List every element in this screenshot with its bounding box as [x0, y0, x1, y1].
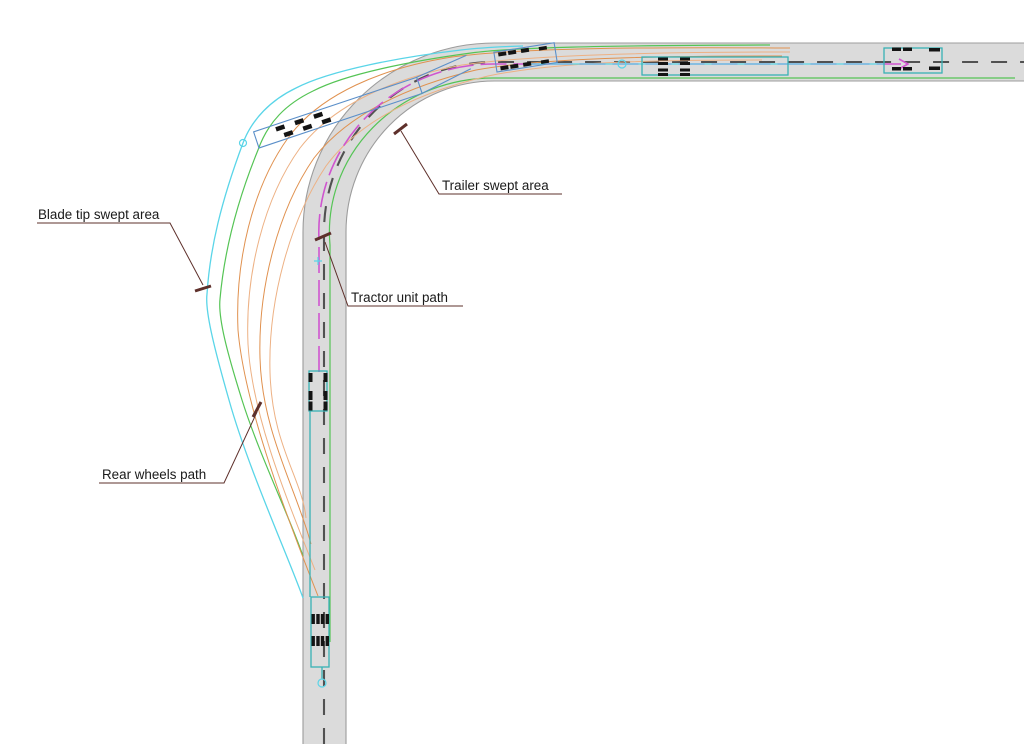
wheel-mark	[316, 614, 320, 624]
road-outer-edge	[302, 42, 1024, 744]
road-surface	[303, 43, 1024, 744]
annotation-rear-wheels: Rear wheels path	[99, 401, 263, 484]
wheel-mark	[313, 111, 324, 119]
rear-wheel-path-2	[247, 51, 791, 571]
trailer-swept-tick	[393, 122, 408, 136]
vehicle-tractor-vertical	[308, 370, 328, 597]
annotation-tractor-path: Tractor unit path	[314, 231, 463, 307]
wheel-mark	[658, 57, 668, 61]
wheel-mark	[520, 47, 530, 53]
annotation-trailer-swept: Trailer swept area	[393, 122, 562, 195]
wheel-mark	[321, 117, 332, 125]
road	[302, 42, 1024, 744]
guide-node-marker	[617, 59, 627, 69]
wheel-mark	[320, 636, 325, 646]
wheel-mark	[680, 62, 690, 65]
wheel-mark	[680, 68, 690, 72]
wheel-mark	[308, 373, 313, 382]
wheel-mark	[325, 636, 329, 646]
blade-tip-tick	[194, 284, 212, 293]
hitch-node-marker	[317, 678, 327, 688]
vehicle-trailer-corner	[252, 54, 472, 149]
tractor-path-label: Tractor unit path	[351, 290, 448, 305]
road-inner-edge	[345, 80, 1024, 744]
rear-wheel-path-3	[259, 55, 783, 545]
vehicle-tractor-end	[883, 47, 943, 74]
wheel-mark	[680, 73, 690, 76]
annotations: Blade tip swept area Trailer swept area …	[37, 122, 562, 484]
wheel-mark	[929, 48, 940, 52]
trailer-swept-label: Trailer swept area	[442, 178, 549, 193]
road-centerline	[322, 60, 1024, 744]
wheel-mark	[892, 47, 901, 51]
trailer-drawbar-line	[416, 54, 467, 78]
wheel-mark	[311, 614, 315, 624]
wheel-mark	[275, 124, 286, 132]
vehicle-trailer-start	[310, 596, 330, 688]
wheel-mark	[507, 49, 517, 55]
wheel-mark	[323, 391, 328, 400]
wheel-mark	[323, 373, 328, 382]
trailer-outline	[310, 596, 330, 668]
wheel-mark	[302, 123, 313, 131]
rear-wheels-label: Rear wheels path	[102, 467, 206, 482]
wheel-mark	[903, 67, 912, 71]
wheel-mark	[540, 59, 550, 64]
path-cross-marker	[314, 257, 322, 265]
blade-tip-leader-line	[37, 222, 204, 286]
annotation-blade-tip: Blade tip swept area	[37, 207, 212, 293]
rear-wheels-leader-line	[99, 411, 258, 484]
wheel-mark	[538, 45, 548, 51]
body-swept-inner-curve	[328, 77, 1015, 642]
vehicle-tractor-corner-exit	[493, 42, 558, 73]
tractor-outline	[493, 42, 558, 73]
tractor-path-leader-line	[324, 241, 463, 307]
trailer-outline	[641, 56, 789, 76]
blade-tip-label: Blade tip swept area	[38, 207, 160, 222]
wheel-mark	[510, 63, 519, 69]
wheel-mark	[323, 401, 328, 411]
wheel-mark	[308, 401, 313, 411]
vehicle-trailer-top	[641, 56, 789, 76]
rear-wheels-tick	[251, 401, 263, 418]
body-swept-outer-curve	[219, 44, 771, 557]
trailer-swept-leader-line	[400, 130, 562, 195]
wheel-mark	[658, 68, 668, 72]
tractor-path-line	[318, 63, 901, 372]
blade-tip-node-marker	[238, 138, 248, 148]
wheel-mark	[497, 51, 507, 57]
wheel-mark	[311, 636, 315, 646]
wheel-mark	[283, 130, 294, 138]
wheel-mark	[500, 65, 509, 71]
swept-curves	[206, 44, 1015, 642]
wheel-mark	[892, 67, 901, 71]
tractor-unit-path	[314, 58, 910, 372]
wheel-mark	[308, 391, 313, 400]
trailer-outline	[252, 76, 423, 149]
wheel-mark	[903, 47, 912, 51]
tractor-outline	[883, 47, 943, 74]
blade-tip-swept-curve	[206, 45, 524, 599]
wheel-mark	[294, 118, 305, 126]
tractor-path-arrowhead	[898, 58, 910, 70]
wheel-mark	[929, 66, 940, 70]
tractor-path-tick	[314, 231, 332, 242]
wheel-mark	[658, 62, 668, 65]
wheel-mark	[325, 614, 329, 624]
wheel-mark	[320, 614, 325, 624]
wheel-mark	[316, 636, 320, 646]
wheel-mark	[522, 61, 532, 67]
wheel-mark	[680, 57, 690, 61]
wheel-mark	[658, 73, 668, 76]
trailer-drawbar-line	[421, 68, 472, 94]
vehicle-positions	[252, 42, 943, 688]
